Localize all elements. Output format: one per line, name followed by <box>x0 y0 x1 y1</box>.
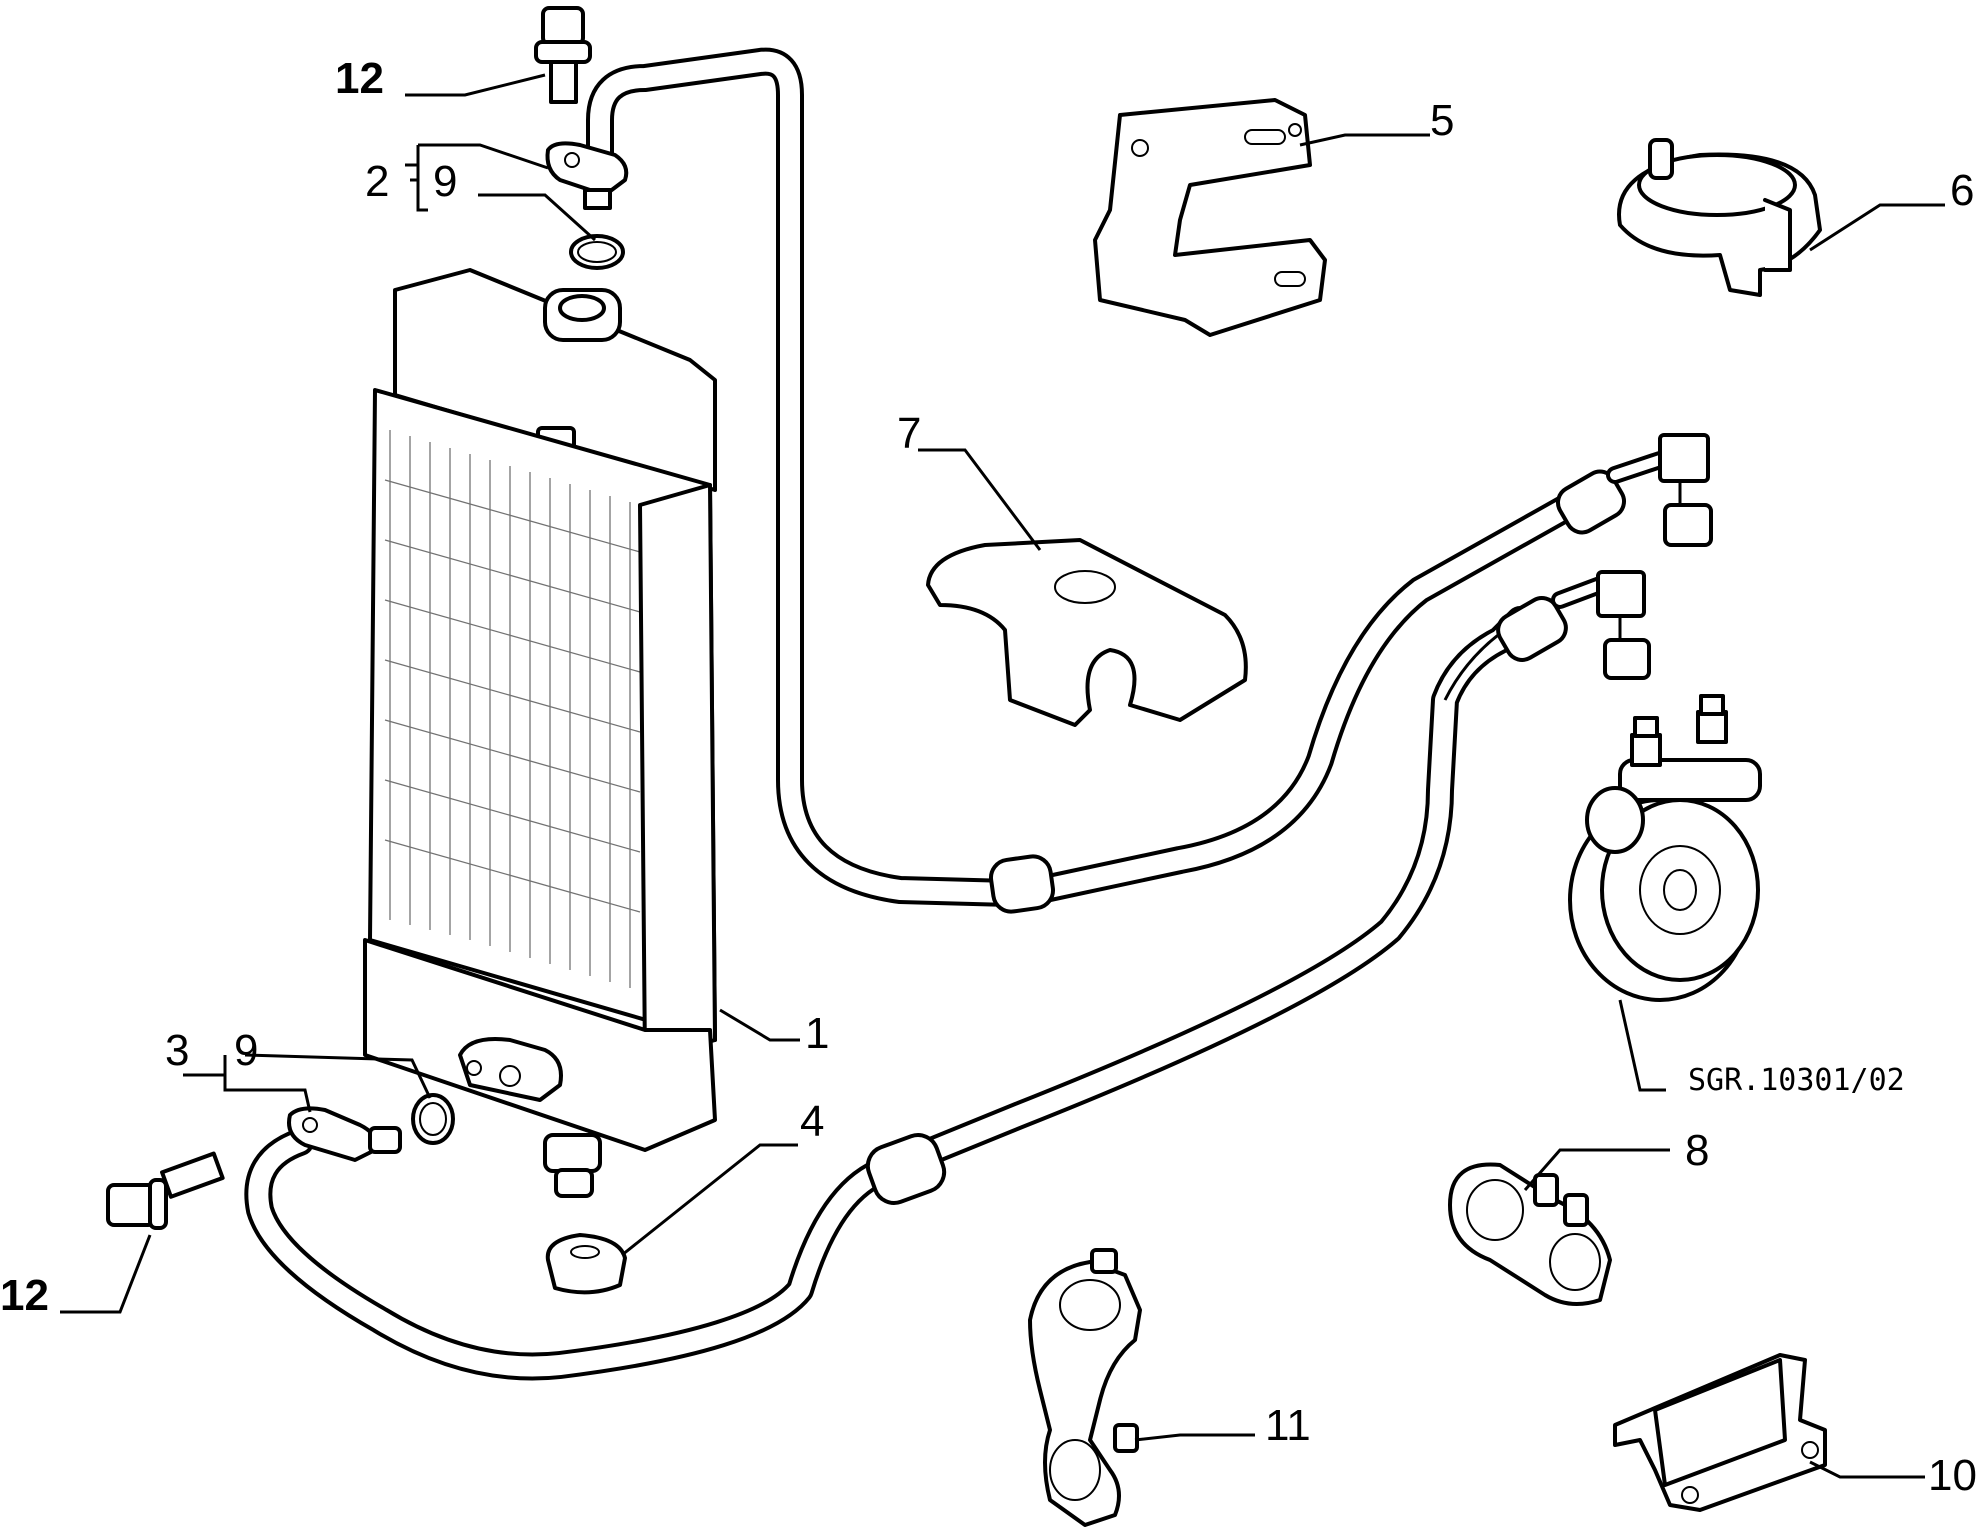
double-clip <box>1448 1162 1612 1306</box>
lower-oil-pipe <box>244 570 1651 1381</box>
label-plug: 4 <box>800 1097 824 1146</box>
top-bolt <box>534 6 592 104</box>
oil-filter-adapter <box>1568 694 1762 1002</box>
label-bottom-bolt: 12 <box>0 1271 49 1320</box>
plate-bracket <box>1613 1353 1827 1512</box>
callout-labels: 1 2 3 4 5 6 7 8 9 9 10 11 12 12 SGR.1030… <box>0 54 1977 1500</box>
bottom-union <box>287 1106 402 1162</box>
label-top-bolt: 12 <box>335 54 384 103</box>
radiator <box>363 268 717 1198</box>
saddle <box>926 538 1248 727</box>
pipe-clip <box>1028 1248 1142 1527</box>
label-top-union: 2 <box>365 157 389 206</box>
label-bottom-union: 3 <box>165 1026 189 1075</box>
drawing-code: SGR.10301/02 <box>1688 1063 1905 1098</box>
label-plate-bracket: 10 <box>1928 1451 1977 1500</box>
label-bracket: 5 <box>1430 96 1454 145</box>
top-seal <box>569 234 625 270</box>
bracket <box>1093 98 1327 337</box>
label-top-seal: 9 <box>433 157 457 206</box>
bottom-seal <box>411 1093 455 1145</box>
top-union <box>545 141 629 210</box>
leader-lines <box>60 73 1945 1479</box>
label-pipe-clip: 11 <box>1265 1401 1311 1450</box>
label-double-clip: 8 <box>1685 1126 1709 1175</box>
label-saddle: 7 <box>897 409 921 458</box>
label-radiator: 1 <box>805 1009 829 1058</box>
label-ring-clip: 6 <box>1950 166 1974 215</box>
label-bottom-seal: 9 <box>234 1026 258 1075</box>
plug <box>545 1233 627 1295</box>
upper-oil-pipe <box>586 47 1713 914</box>
ring-clip <box>1617 138 1822 297</box>
bottom-bolt <box>106 1151 225 1230</box>
